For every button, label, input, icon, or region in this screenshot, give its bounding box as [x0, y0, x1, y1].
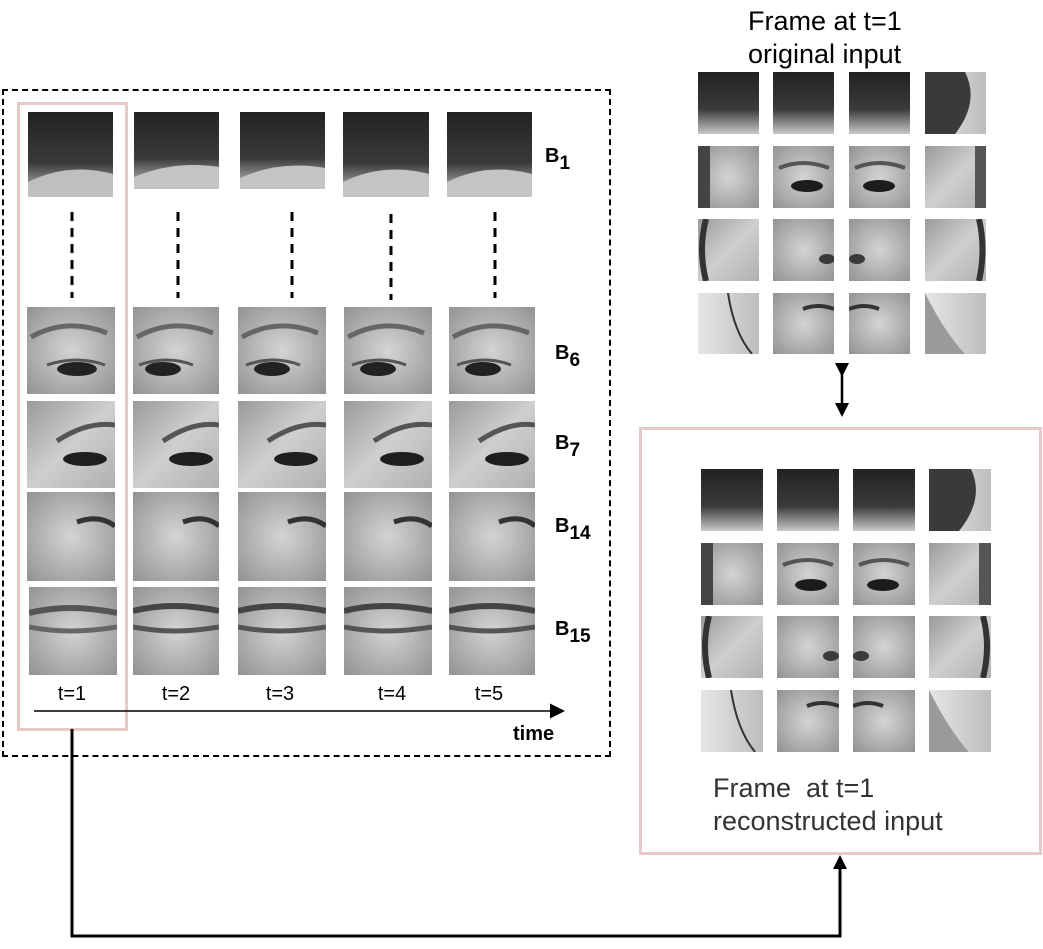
face-eye-block	[133, 401, 219, 488]
face-mouth-block	[133, 587, 219, 675]
face-patch	[925, 146, 986, 208]
face-patch	[698, 72, 759, 134]
face-hair-block	[134, 112, 219, 189]
face-patch	[925, 219, 986, 281]
original-frame-title: Frame at t=1 original input	[748, 5, 902, 71]
block-label-b6: B6	[555, 342, 581, 371]
face-patch	[701, 543, 763, 605]
time-label-t5: t=5	[474, 683, 504, 705]
face-patch	[773, 146, 834, 208]
time-label-t1: t=1	[57, 683, 87, 705]
face-patch	[698, 293, 759, 354]
face-patch	[701, 690, 763, 752]
face-patch	[773, 72, 834, 134]
face-hair-block	[447, 112, 532, 197]
face-cheek-block	[27, 492, 115, 581]
face-eye-block	[344, 401, 432, 488]
face-patch	[853, 543, 915, 605]
face-patch	[929, 543, 991, 605]
face-patch	[777, 616, 839, 678]
face-patch	[853, 616, 915, 678]
face-patch	[925, 293, 986, 354]
face-hair-block	[28, 112, 113, 197]
face-patch	[849, 146, 910, 208]
face-mouth-block	[449, 587, 535, 675]
face-eye-block	[27, 401, 115, 488]
original-frame-line1: Frame at t=1	[748, 6, 902, 36]
face-cheek-block	[344, 492, 432, 581]
reconstructed-frame-caption: Frame at t=1 reconstructed input	[713, 772, 943, 838]
face-mouth-block	[344, 587, 432, 675]
face-patch	[698, 146, 759, 208]
face-patch	[773, 293, 834, 354]
face-eye-block	[238, 401, 326, 488]
reconstructed-frame-line1: Frame at t=1	[713, 773, 875, 803]
face-eye-block	[449, 401, 535, 488]
temporal-blocks-panel	[2, 89, 611, 757]
original-frame-line2: original input	[748, 39, 902, 69]
face-patch	[777, 690, 839, 752]
face-cheek-block	[133, 492, 219, 581]
face-patch	[698, 219, 759, 281]
reconstructed-frame-line2: reconstructed input	[713, 806, 943, 836]
face-patch	[849, 293, 910, 354]
face-patch	[773, 219, 834, 281]
face-patch	[925, 72, 986, 134]
face-patch	[849, 72, 910, 134]
face-eye-block	[449, 307, 535, 394]
face-patch	[701, 616, 763, 678]
reconstructed-frame-box	[639, 427, 1042, 855]
face-hair-block	[240, 112, 325, 189]
time-axis-label: time	[513, 723, 555, 745]
ellipsis-connectors	[70, 212, 497, 300]
face-eye-block	[27, 307, 115, 394]
block-label-b15: B15	[555, 618, 591, 647]
face-hair-block	[343, 112, 429, 197]
face-patch	[929, 616, 991, 678]
face-mouth-block	[238, 587, 326, 675]
face-eye-block	[133, 307, 219, 394]
face-patch	[853, 690, 915, 752]
face-patch	[777, 543, 839, 605]
time-label-t3: t=3	[265, 683, 295, 705]
reconstruction-path-arrow	[70, 729, 847, 938]
face-eye-block	[344, 307, 432, 394]
face-patch	[929, 469, 991, 531]
face-patch	[853, 469, 915, 531]
block-label-b7: B7	[555, 432, 581, 461]
face-cheek-block	[449, 492, 535, 581]
face-patch	[929, 690, 991, 752]
face-patch	[849, 219, 910, 281]
time-label-t4: t=4	[377, 683, 407, 705]
face-eye-block	[238, 307, 326, 394]
block-label-b1: B1	[545, 145, 571, 174]
face-mouth-block	[29, 587, 117, 675]
time-label-t2: t=2	[161, 683, 191, 705]
face-patch	[701, 469, 763, 531]
face-patch	[777, 469, 839, 531]
block-label-b14: B14	[555, 515, 591, 544]
face-cheek-block	[238, 492, 326, 581]
